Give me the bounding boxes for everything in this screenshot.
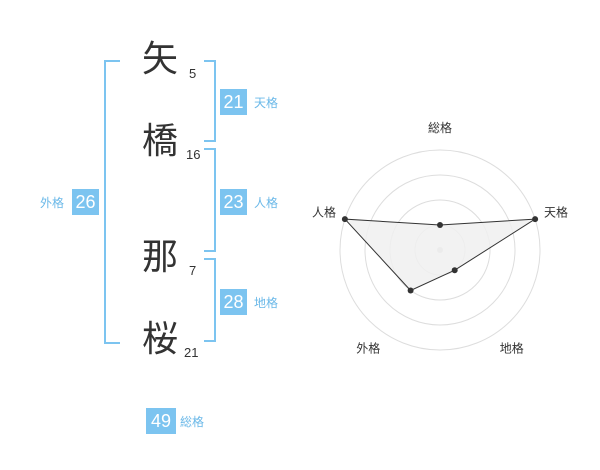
radar-axis-label-3: 地格: [500, 341, 524, 356]
radar-axis-label-2: 天格: [544, 204, 568, 219]
jinkaku-badge: 23: [220, 189, 247, 215]
soukaku-badge: 49: [146, 408, 176, 434]
jinkaku-label: 人格: [254, 196, 279, 210]
name-char-1: 矢: [142, 39, 179, 80]
tenkaku-badge: 21: [220, 89, 247, 115]
name-char-2: 橋: [142, 121, 179, 162]
gaikaku-label: 外格: [40, 196, 65, 210]
stroke-count-2: 16: [186, 147, 201, 162]
gaikaku-badge: 26: [72, 189, 99, 215]
radar-axis-label-4: 外格: [356, 341, 380, 356]
name-char-4: 桜: [142, 319, 179, 360]
radar-grid-ring: [364, 174, 516, 326]
name-char-3: 那: [142, 237, 179, 278]
gaikaku-bracket: [104, 60, 120, 344]
radar-point-3: [451, 267, 458, 274]
chikaku-bracket: [204, 258, 216, 342]
jinkaku-bracket: [204, 148, 216, 252]
stroke-count-1: 5: [189, 66, 197, 81]
soukaku-label: 総格: [180, 415, 205, 429]
radar-axis-label-1: 総格: [428, 120, 452, 135]
radar-series-area: [343, 218, 536, 292]
radar-point-1: [437, 222, 443, 228]
chikaku-label: 地格: [254, 296, 279, 310]
tenkaku-label: 天格: [254, 96, 279, 110]
stroke-count-3: 7: [189, 263, 197, 278]
radar-grid-ring: [339, 149, 541, 351]
radar-point-5: [341, 216, 348, 223]
tenkaku-bracket: [204, 60, 216, 142]
radar-point-2: [532, 216, 539, 223]
radar-point-4: [407, 287, 414, 294]
radar-axis-label-5: 人格: [312, 204, 336, 219]
chikaku-badge: 28: [220, 289, 247, 315]
stroke-count-4: 21: [184, 345, 199, 360]
